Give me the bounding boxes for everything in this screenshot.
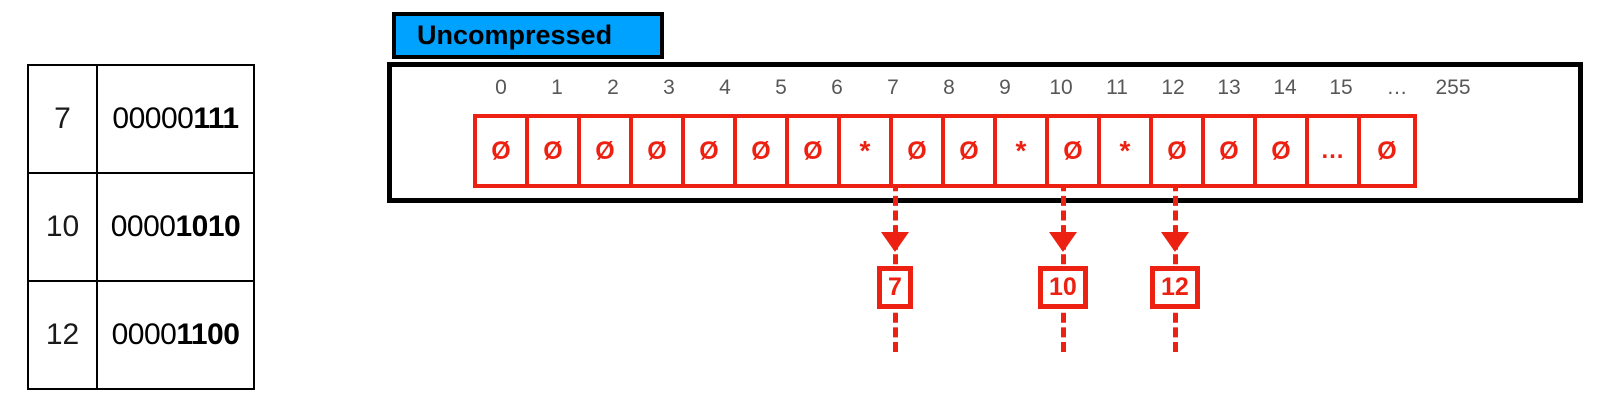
bitmap-cell-empty[interactable]: Ø xyxy=(685,118,737,184)
bitmap-index-label: 7 xyxy=(887,76,899,99)
bitmap-index-label: 1 xyxy=(551,76,563,99)
uncompressed-badge-label: Uncompressed xyxy=(417,20,613,50)
bitmap-index-label: 0 xyxy=(495,76,507,99)
bitmap-cell-empty[interactable]: Ø xyxy=(581,118,633,184)
decimal-value: 7 xyxy=(29,66,98,172)
callout-arrowhead xyxy=(1049,232,1077,252)
bitmap-index-label: 15 xyxy=(1329,76,1353,99)
bitmap-index-label: 12 xyxy=(1161,76,1185,99)
bitmap-index-label: 4 xyxy=(719,76,731,99)
bitmap-cell-empty[interactable]: … xyxy=(1309,118,1361,184)
bitmap-cell-empty[interactable]: Ø xyxy=(945,118,997,184)
callout-dashed-line xyxy=(892,152,898,352)
uncompressed-badge: Uncompressed xyxy=(392,12,664,59)
bitmap-index-label: … xyxy=(1386,76,1408,99)
bitmap-cell-empty[interactable]: Ø xyxy=(529,118,581,184)
bitmap-cell-empty[interactable]: Ø xyxy=(1153,118,1205,184)
bitmap-index-label: 11 xyxy=(1106,76,1128,99)
callout-arrowhead xyxy=(881,232,909,252)
bitmap-cell-empty[interactable]: Ø xyxy=(477,118,529,184)
bitmap-cell-empty[interactable]: Ø xyxy=(1257,118,1309,184)
binary-low-bits: 1010 xyxy=(175,210,241,243)
bitmap-cell-empty[interactable]: Ø xyxy=(789,118,841,184)
bitmap-cell-empty[interactable]: Ø xyxy=(633,118,685,184)
binary-low-bits: 111 xyxy=(193,102,239,135)
callout-value-box[interactable]: 12 xyxy=(1150,266,1200,309)
binary-high-bits: 0000 xyxy=(110,210,176,243)
binary-low-bits: 1100 xyxy=(176,318,240,351)
callout-value-box[interactable]: 7 xyxy=(877,266,913,309)
binary-high-bits: 0000 xyxy=(111,318,177,351)
decimal-value: 10 xyxy=(29,174,98,280)
binary-high-bits: 00000 xyxy=(112,102,194,135)
callout-dashed-line xyxy=(1060,152,1066,352)
callout-arrowhead xyxy=(1161,232,1189,252)
bitmap-cell-empty[interactable]: Ø xyxy=(893,118,945,184)
bitmap-index-label: 255 xyxy=(1435,76,1471,99)
bitmap-index-label: 14 xyxy=(1273,76,1297,99)
bitmap-cell-set[interactable]: * xyxy=(997,118,1049,184)
bitmap-cell-empty[interactable]: Ø xyxy=(1205,118,1257,184)
callout-value-box[interactable]: 10 xyxy=(1038,266,1088,309)
callout-dashed-line xyxy=(1172,152,1178,352)
bitmap-index-label: 3 xyxy=(663,76,675,99)
bitmap-index-label: 13 xyxy=(1217,76,1241,99)
bitmap-index-label: 6 xyxy=(831,76,843,99)
bitmap-cell-empty[interactable]: Ø xyxy=(737,118,789,184)
bitmap-index-label: 9 xyxy=(999,76,1011,99)
bitmap-index-label: 10 xyxy=(1049,76,1073,99)
bitmap-cell-set[interactable]: * xyxy=(841,118,893,184)
bitmap-cell-empty[interactable]: Ø xyxy=(1361,118,1413,184)
bitmap-index-label: 2 xyxy=(607,76,619,99)
bitmap-index-label: 5 xyxy=(775,76,787,99)
bitmap-cell-set[interactable]: * xyxy=(1101,118,1153,184)
bitmap-cell-empty[interactable]: Ø xyxy=(1049,118,1101,184)
decimal-value: 12 xyxy=(29,282,98,388)
bitmap-index-label: 8 xyxy=(943,76,955,99)
